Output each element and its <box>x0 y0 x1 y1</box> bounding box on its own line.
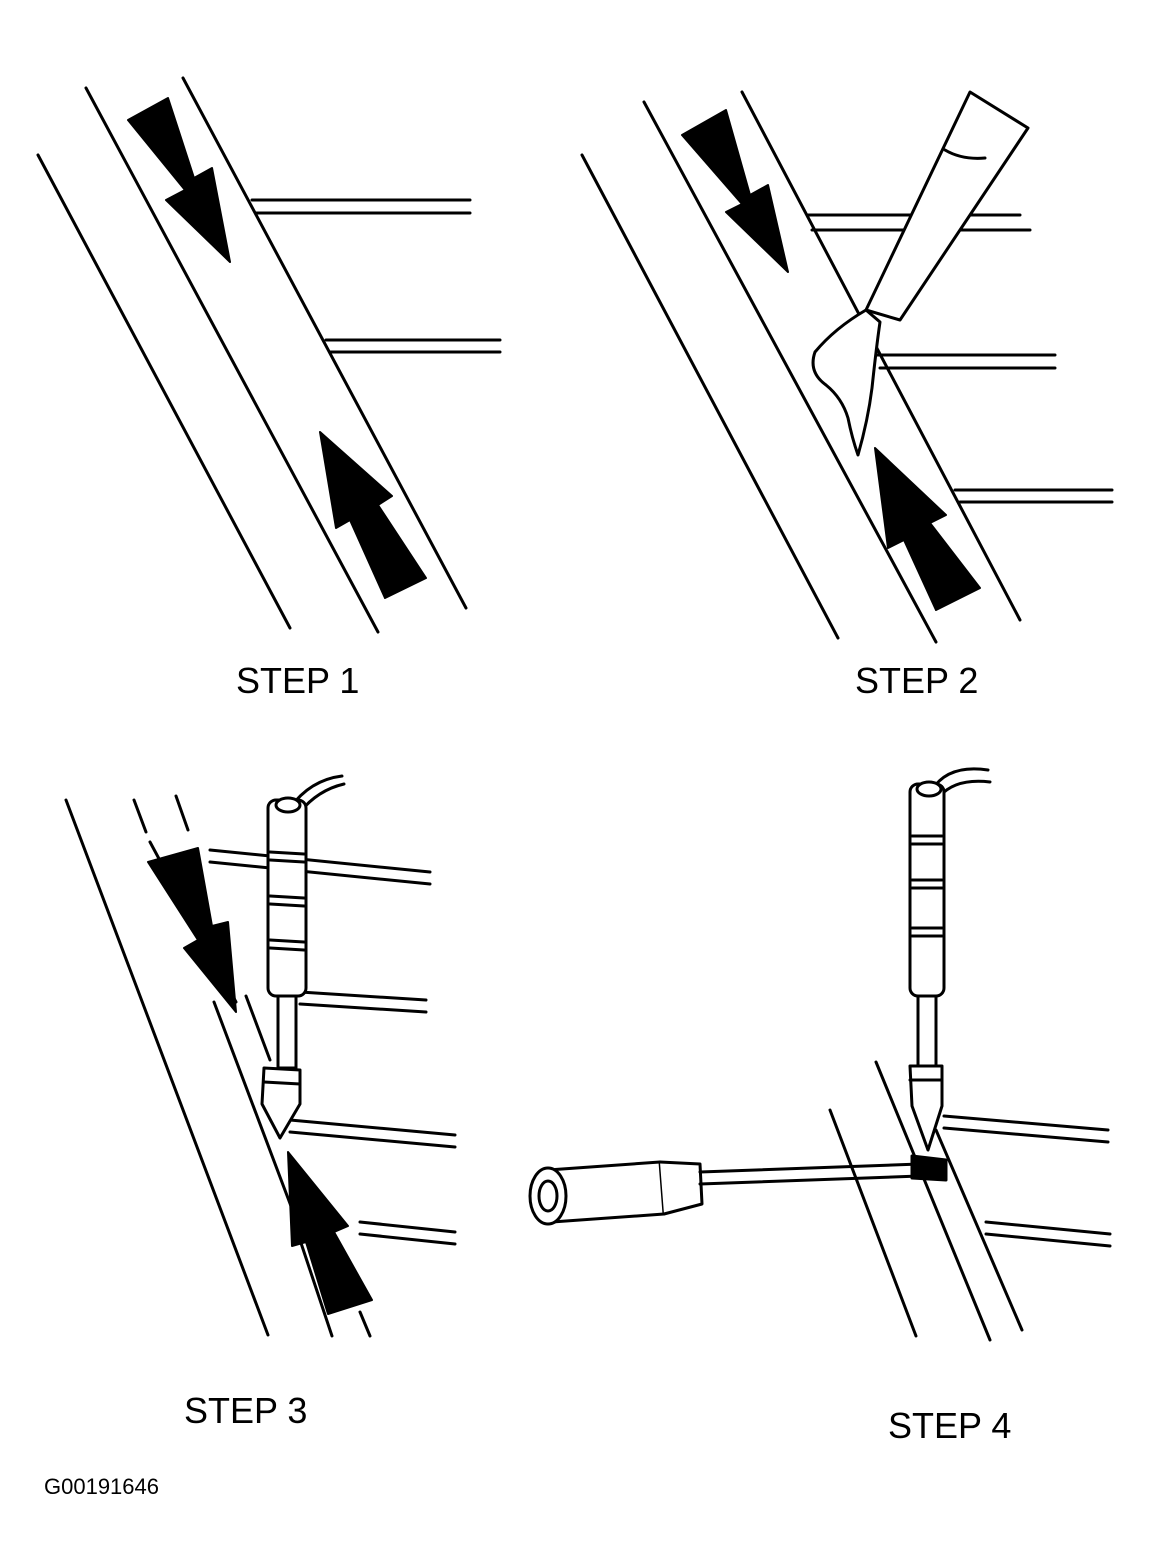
step-2-label: STEP 2 <box>855 660 979 701</box>
step-3-arrow-up <box>287 1151 373 1315</box>
figure-code: G00191646 <box>44 1474 159 1499</box>
step-4-edge-right <box>934 1128 1024 1332</box>
step-3-edge-left <box>64 798 270 1337</box>
step-2-edge-left <box>580 153 840 640</box>
screwdriver-icon <box>528 1154 948 1226</box>
step-3-arrow-down <box>147 847 237 1013</box>
step-4-grid-lines <box>942 1114 1112 1248</box>
step-4-label: STEP 4 <box>888 1405 1012 1446</box>
step-1-edge-right <box>181 76 468 610</box>
step-1-grid-lines <box>250 198 502 354</box>
step-1-edge-left <box>36 153 292 630</box>
probe-icon <box>260 774 346 1140</box>
step-1-edge-mid <box>84 86 380 634</box>
step-4-edge-left <box>828 1108 918 1338</box>
probe-icon <box>908 767 992 1152</box>
step-2-edge-mid <box>642 100 938 644</box>
step-2-arrow-up <box>874 447 981 611</box>
step-3-edge-mid-dashed-top <box>132 798 148 834</box>
step-2-arrow-down <box>681 109 789 273</box>
step-3-grid-lines <box>208 848 457 1246</box>
step-3-illustration <box>64 774 457 1338</box>
step-1-arrow-up <box>319 431 427 599</box>
step-3-label: STEP 3 <box>184 1390 308 1431</box>
step-4-illustration <box>528 767 1112 1342</box>
step-2-illustration <box>580 90 1114 644</box>
brush-icon <box>811 90 1030 457</box>
step-1-illustration <box>36 76 502 634</box>
step-1-label: STEP 1 <box>236 660 360 701</box>
step-1-arrow-down <box>127 97 231 263</box>
step-4-edge-mid <box>874 1060 992 1342</box>
